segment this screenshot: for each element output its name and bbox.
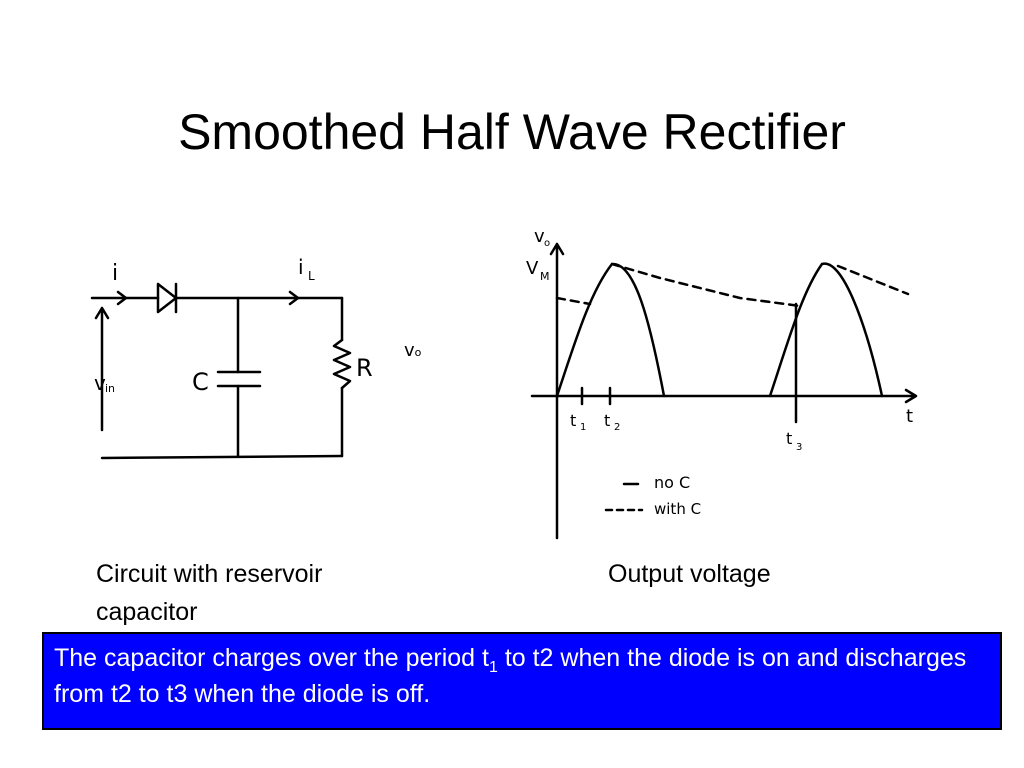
explanation-text-part1: The capacitor charges over the period t <box>54 644 489 672</box>
load-current-sub: L <box>308 269 315 283</box>
waveform-no-c-pulse-1 <box>555 262 666 398</box>
t2-sub: 2 <box>614 422 620 433</box>
t3-sub: 3 <box>796 442 802 453</box>
slide-title: Smoothed Half Wave Rectifier <box>178 104 846 160</box>
resistor-symbol <box>332 338 352 390</box>
input-current-label: i <box>112 261 118 286</box>
t2-label: t <box>604 411 610 430</box>
waveform-with-c <box>555 262 910 308</box>
output-voltage-sub-label: vo <box>404 340 422 361</box>
y-axis-sub: o <box>544 238 550 249</box>
explanation-box: The capacitor charges over the period t1… <box>42 632 1002 730</box>
t3-label: t <box>786 429 792 448</box>
circuit-caption: Circuit with reservoir capacitor <box>96 560 323 626</box>
x-axis-label: t <box>906 406 913 427</box>
waveform-no-c-pulse-2 <box>768 262 884 398</box>
input-voltage-sub: in <box>105 382 115 395</box>
circuit-diagram: i i L v in C R v <box>90 255 373 460</box>
explanation-text-part2: to t2 when the diode is on and discharge… <box>54 644 967 708</box>
t1-sub: 1 <box>580 422 586 433</box>
y-axis-label: v <box>534 226 545 247</box>
diode-symbol <box>156 282 178 314</box>
peak-label: V <box>526 258 539 279</box>
load-current-label: i <box>298 255 304 279</box>
graph-caption: Output voltage <box>608 560 771 588</box>
peak-sub: M <box>540 270 550 283</box>
output-voltage-graph: v o V M t t 1 t 2 t 3 no C with C <box>526 226 918 540</box>
legend-no-c-label: no C <box>654 473 690 492</box>
capacitor-label: C <box>192 368 209 396</box>
input-voltage-label: v <box>94 371 106 395</box>
bottom-wire <box>100 454 344 460</box>
y-axis <box>549 242 565 540</box>
explanation-subscript: 1 <box>488 659 498 676</box>
t1-label: t <box>570 411 576 430</box>
legend-with-c-label: with C <box>654 500 701 518</box>
capacitor-symbol <box>216 370 262 388</box>
input-current-arrow <box>116 290 128 306</box>
load-current-arrow <box>288 290 300 306</box>
input-voltage-arrow <box>94 306 110 432</box>
resistor-label: R <box>356 354 373 382</box>
x-axis <box>530 388 918 404</box>
